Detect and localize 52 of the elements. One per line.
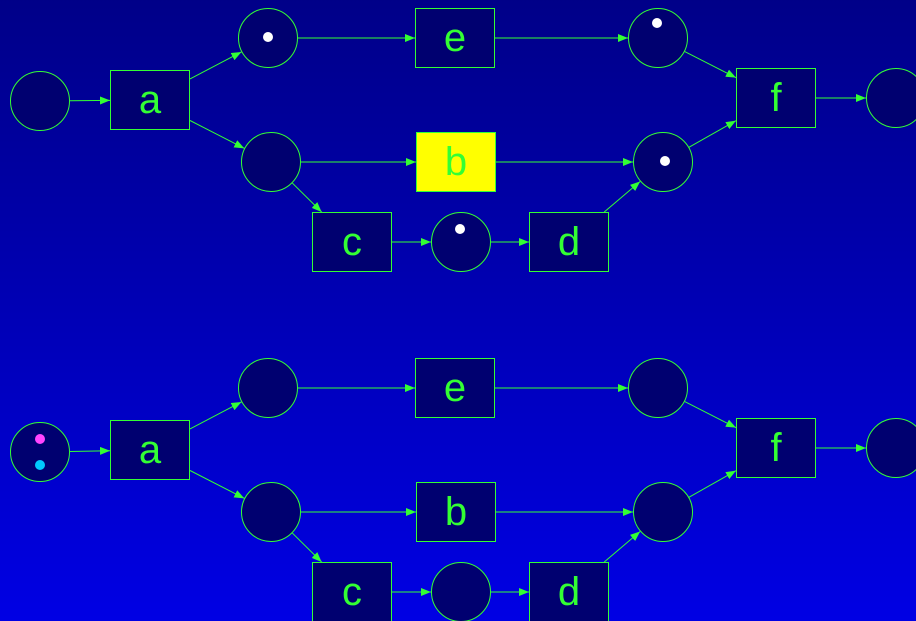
arc-arrow <box>490 588 530 596</box>
arc-arrow <box>300 158 416 166</box>
arc-arrow <box>190 51 242 80</box>
arc-arrow <box>298 34 416 42</box>
arc-arrow <box>494 34 628 42</box>
highlighted-transition-box <box>416 132 496 192</box>
arc-arrow <box>392 588 432 596</box>
arc-arrow <box>190 470 245 499</box>
transition-box <box>416 482 496 542</box>
transition-label: a <box>138 430 162 470</box>
arc-arrow <box>70 446 110 455</box>
arc-arrow <box>816 94 866 102</box>
transition-box <box>529 212 609 272</box>
transition-label: f <box>770 428 782 468</box>
arc-arrow <box>496 508 634 516</box>
transition-label: c <box>342 572 362 612</box>
transition-label: e <box>444 18 466 58</box>
transition-box <box>415 8 495 68</box>
transition-label: a <box>138 80 162 120</box>
arc-arrow <box>392 238 432 246</box>
arc-arrow <box>70 96 110 104</box>
arc-arrow <box>604 180 641 212</box>
transition-box <box>415 358 495 418</box>
arc-arrow <box>816 444 866 452</box>
transition-box <box>312 212 392 272</box>
transition-label: c <box>342 222 362 262</box>
arc-arrow <box>190 120 245 149</box>
transition-label: b <box>444 142 468 182</box>
arc-arrow <box>688 120 736 148</box>
transition-label: d <box>558 222 580 262</box>
transition-box <box>110 420 190 480</box>
transition-box <box>110 70 190 130</box>
arc-arrow <box>494 384 628 392</box>
arc-arrow <box>292 182 322 212</box>
arc-arrow <box>684 401 736 428</box>
arc-arrow <box>604 530 641 562</box>
arc-arrow <box>496 158 634 166</box>
arc-arrow <box>490 238 530 246</box>
arc-arrow <box>300 508 416 516</box>
arc-arrow <box>292 532 322 562</box>
transition-box <box>736 418 816 478</box>
arc-arrow <box>688 470 736 498</box>
transition-box <box>312 562 392 621</box>
arc-arrow <box>684 51 736 78</box>
transition-label: e <box>444 368 466 408</box>
transition-label: d <box>558 572 580 612</box>
transition-box <box>529 562 609 621</box>
transition-label: f <box>770 78 782 118</box>
transition-label: b <box>444 492 468 532</box>
arc-arrow <box>298 384 416 392</box>
transition-box <box>736 68 816 128</box>
arc-arrow <box>190 401 242 430</box>
